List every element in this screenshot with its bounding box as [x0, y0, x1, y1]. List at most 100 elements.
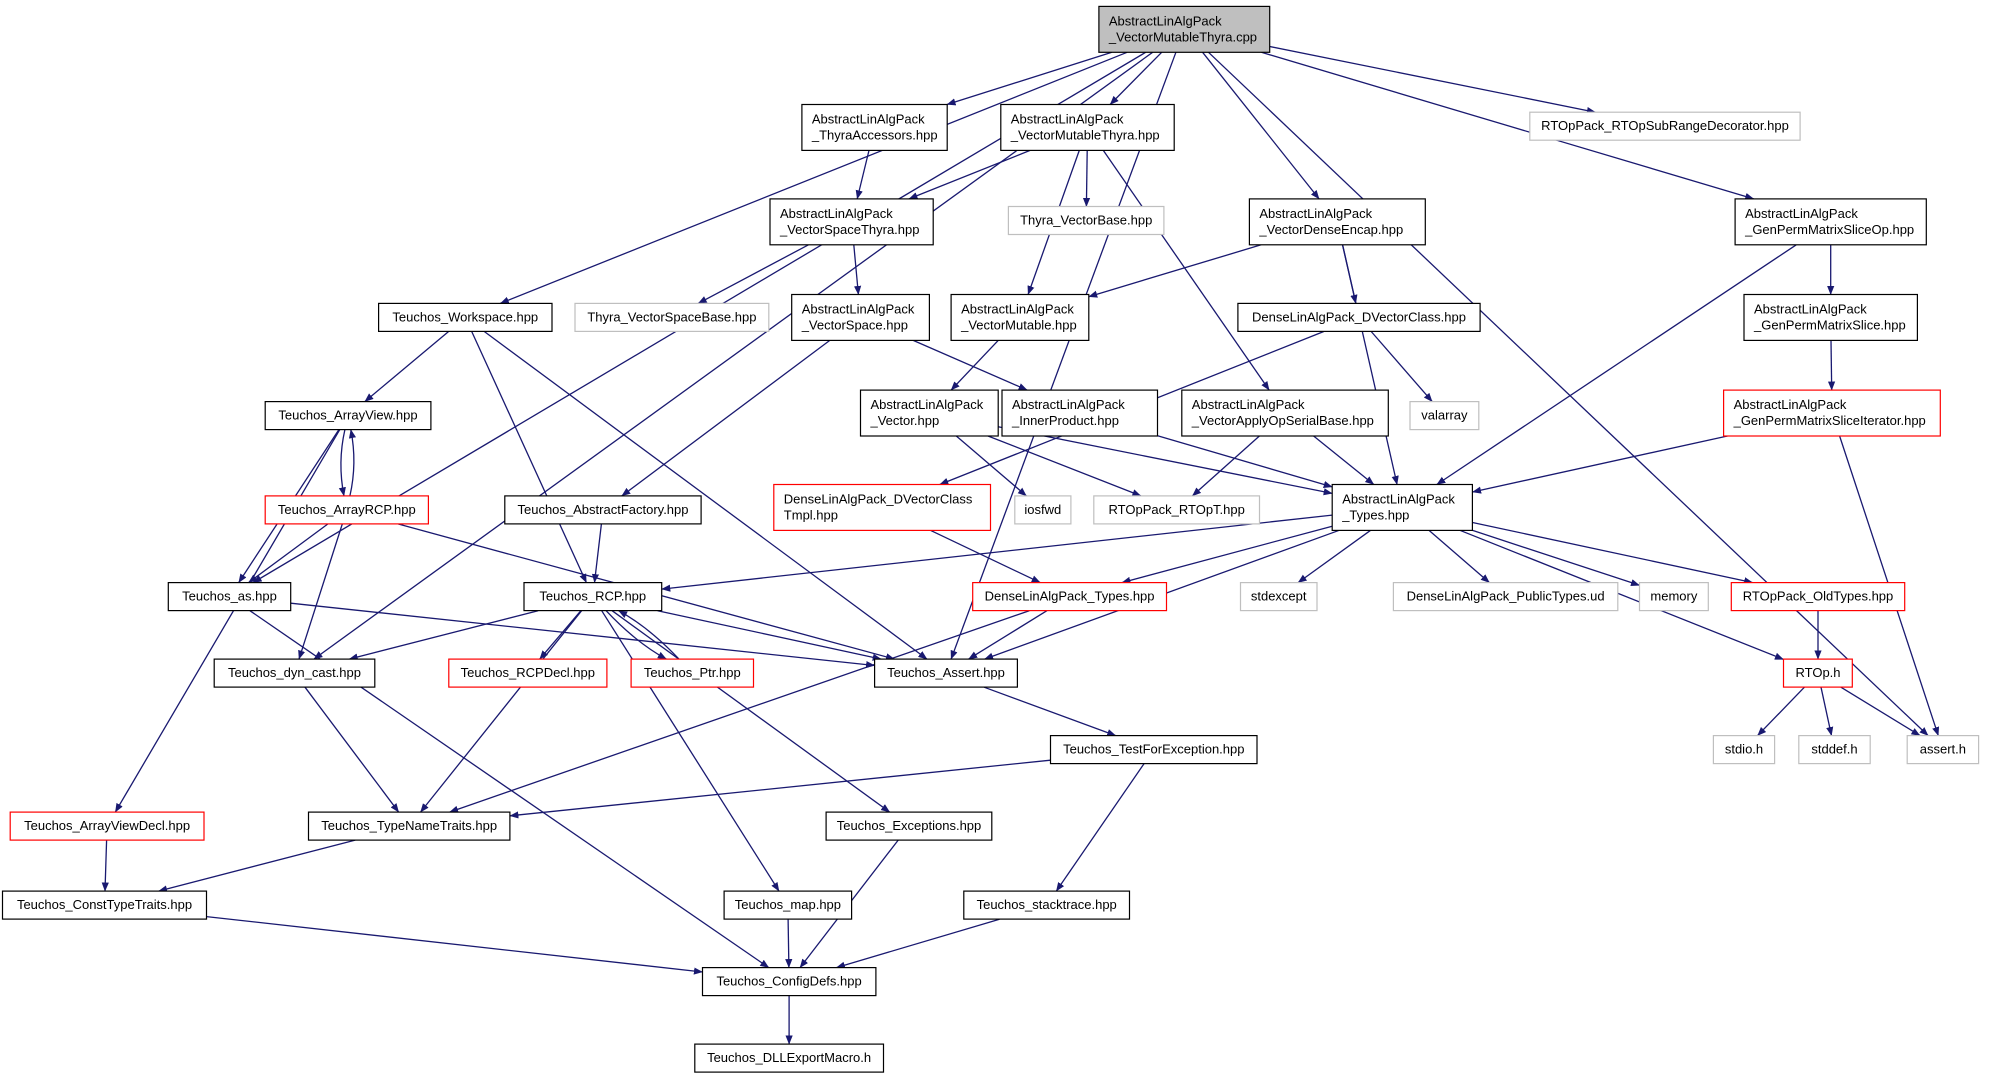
node-vde[interactable]: AbstractLinAlgPack_VectorDenseEncap.hpp: [1248, 198, 1426, 246]
node-box-stddef[interactable]: [1798, 734, 1871, 765]
node-box-types[interactable]: [1331, 483, 1473, 532]
node-box-stdexcept[interactable]: [1239, 581, 1318, 612]
node-thyra_vb[interactable]: Thyra_VectorBase.hpp: [1007, 205, 1165, 236]
node-workspace[interactable]: Teuchos_Workspace.hpp: [378, 302, 553, 332]
node-root[interactable]: AbstractLinAlgPack_VectorMutableThyra.cp…: [1098, 5, 1271, 53]
node-stddef[interactable]: stddef.h: [1798, 734, 1871, 765]
node-box-stacktrace[interactable]: [963, 890, 1131, 920]
node-box-as[interactable]: [167, 581, 292, 612]
node-box-dyncast[interactable]: [213, 658, 376, 688]
node-box-thyra_acc[interactable]: [801, 103, 948, 152]
node-box-publictypes[interactable]: [1392, 581, 1619, 612]
node-as[interactable]: Teuchos_as.hpp: [167, 581, 292, 612]
node-dyncast[interactable]: Teuchos_dyn_cast.hpp: [213, 658, 376, 688]
node-gpmsi[interactable]: AbstractLinAlgPack_GenPermMatrixSliceIte…: [1722, 389, 1941, 437]
node-box-ctt[interactable]: [1, 890, 208, 920]
node-box-exceptions[interactable]: [825, 811, 993, 841]
node-dllexport[interactable]: Teuchos_DLLExportMacro.h: [694, 1043, 885, 1073]
node-stacktrace[interactable]: Teuchos_stacktrace.hpp: [963, 890, 1131, 920]
node-box-vde[interactable]: [1248, 198, 1426, 246]
node-arrayview[interactable]: Teuchos_ArrayView.hpp: [264, 401, 432, 431]
node-box-ptr[interactable]: [630, 658, 755, 688]
node-oldtypes[interactable]: RTOpPack_OldTypes.hpp: [1730, 581, 1906, 612]
node-box-arrayview[interactable]: [264, 401, 432, 431]
node-iosfwd[interactable]: iosfwd: [1014, 495, 1072, 525]
node-box-vs[interactable]: [791, 293, 931, 342]
node-box-dvc[interactable]: [1237, 302, 1481, 332]
node-box-dvct[interactable]: [773, 483, 992, 532]
node-gpmso[interactable]: AbstractLinAlgPack_GenPermMatrixSliceOp.…: [1734, 198, 1927, 246]
node-asserth[interactable]: assert.h: [1906, 734, 1980, 765]
node-box-innerprod[interactable]: [1001, 389, 1159, 437]
node-box-oldtypes[interactable]: [1730, 581, 1906, 612]
node-absfact[interactable]: Teuchos_AbstractFactory.hpp: [504, 495, 702, 525]
node-tnt[interactable]: Teuchos_TypeNameTraits.hpp: [307, 811, 511, 841]
node-box-thyra_vb[interactable]: [1007, 205, 1165, 236]
node-stdexcept[interactable]: stdexcept: [1239, 581, 1318, 612]
node-dlap_types[interactable]: DenseLinAlgPack_Types.hpp: [972, 581, 1168, 612]
node-box-tfe[interactable]: [1049, 734, 1258, 765]
node-box-absfact[interactable]: [504, 495, 702, 525]
node-box-dlap_types[interactable]: [972, 581, 1168, 612]
node-box-workspace[interactable]: [378, 302, 553, 332]
node-box-rtoph[interactable]: [1782, 658, 1853, 688]
node-box-memory[interactable]: [1638, 581, 1709, 612]
node-publictypes[interactable]: DenseLinAlgPack_PublicTypes.ud: [1392, 581, 1619, 612]
node-box-gpmsi[interactable]: [1722, 389, 1941, 437]
node-box-vst[interactable]: [769, 198, 934, 246]
node-rtoph[interactable]: RTOp.h: [1782, 658, 1853, 688]
node-configdefs[interactable]: Teuchos_ConfigDefs.hpp: [701, 966, 877, 997]
node-box-assert_hpp[interactable]: [873, 658, 1018, 688]
node-vst[interactable]: AbstractLinAlgPack_VectorSpaceThyra.hpp: [769, 198, 934, 246]
node-box-thyra_vsb[interactable]: [574, 302, 770, 332]
node-dvc[interactable]: DenseLinAlgPack_DVectorClass.hpp: [1237, 302, 1481, 332]
node-vector[interactable]: AbstractLinAlgPack_Vector.hpp: [859, 389, 999, 437]
node-tfe[interactable]: Teuchos_TestForException.hpp: [1049, 734, 1258, 765]
node-gpms[interactable]: AbstractLinAlgPack_GenPermMatrixSlice.hp…: [1743, 293, 1918, 342]
node-box-vector[interactable]: [859, 389, 999, 437]
node-box-vm[interactable]: [950, 293, 1090, 342]
node-avdecl[interactable]: Teuchos_ArrayViewDecl.hpp: [9, 811, 205, 841]
node-assert_hpp[interactable]: Teuchos_Assert.hpp: [873, 658, 1018, 688]
node-box-avdecl[interactable]: [9, 811, 205, 841]
node-box-tnt[interactable]: [307, 811, 511, 841]
node-box-rcp[interactable]: [523, 581, 663, 612]
node-box-configdefs[interactable]: [701, 966, 877, 997]
node-box-root[interactable]: [1098, 5, 1271, 53]
node-box-iosfwd[interactable]: [1014, 495, 1072, 525]
node-rtop_sub[interactable]: RTOpPack_RTOpSubRangeDecorator.hpp: [1529, 111, 1801, 141]
node-vmt_hpp[interactable]: AbstractLinAlgPack_VectorMutableThyra.hp…: [1000, 103, 1175, 152]
node-vaosb[interactable]: AbstractLinAlgPack_VectorApplyOpSerialBa…: [1181, 389, 1389, 437]
node-box-rtop_sub[interactable]: [1529, 111, 1801, 141]
node-rcpdecl[interactable]: Teuchos_RCPDecl.hpp: [448, 658, 608, 688]
node-ctt[interactable]: Teuchos_ConstTypeTraits.hpp: [1, 890, 208, 920]
node-rtopt[interactable]: RTOpPack_RTOpT.hpp: [1093, 495, 1261, 525]
node-vs[interactable]: AbstractLinAlgPack_VectorSpace.hpp: [791, 293, 931, 342]
node-vm[interactable]: AbstractLinAlgPack_VectorMutable.hpp: [950, 293, 1090, 342]
node-box-arrayrcp[interactable]: [264, 495, 430, 525]
node-map[interactable]: Teuchos_map.hpp: [723, 890, 853, 920]
node-box-rtopt[interactable]: [1093, 495, 1261, 525]
node-box-gpms[interactable]: [1743, 293, 1918, 342]
node-box-map[interactable]: [723, 890, 853, 920]
node-memory[interactable]: memory: [1638, 581, 1709, 612]
node-innerprod[interactable]: AbstractLinAlgPack_InnerProduct.hpp: [1001, 389, 1159, 437]
node-thyra_vsb[interactable]: Thyra_VectorSpaceBase.hpp: [574, 302, 770, 332]
node-valarray[interactable]: valarray: [1409, 401, 1480, 431]
node-box-dllexport[interactable]: [694, 1043, 885, 1073]
node-thyra_acc[interactable]: AbstractLinAlgPack_ThyraAccessors.hpp: [801, 103, 948, 152]
node-box-valarray[interactable]: [1409, 401, 1480, 431]
node-arrayrcp[interactable]: Teuchos_ArrayRCP.hpp: [264, 495, 430, 525]
node-box-rcpdecl[interactable]: [448, 658, 608, 688]
node-types[interactable]: AbstractLinAlgPack_Types.hpp: [1331, 483, 1473, 532]
node-box-vmt_hpp[interactable]: [1000, 103, 1175, 152]
node-stdio[interactable]: stdio.h: [1712, 734, 1776, 765]
node-box-asserth[interactable]: [1906, 734, 1980, 765]
node-ptr[interactable]: Teuchos_Ptr.hpp: [630, 658, 755, 688]
node-box-stdio[interactable]: [1712, 734, 1776, 765]
node-box-vaosb[interactable]: [1181, 389, 1389, 437]
node-box-gpmso[interactable]: [1734, 198, 1927, 246]
node-rcp[interactable]: Teuchos_RCP.hpp: [523, 581, 663, 612]
node-exceptions[interactable]: Teuchos_Exceptions.hpp: [825, 811, 993, 841]
